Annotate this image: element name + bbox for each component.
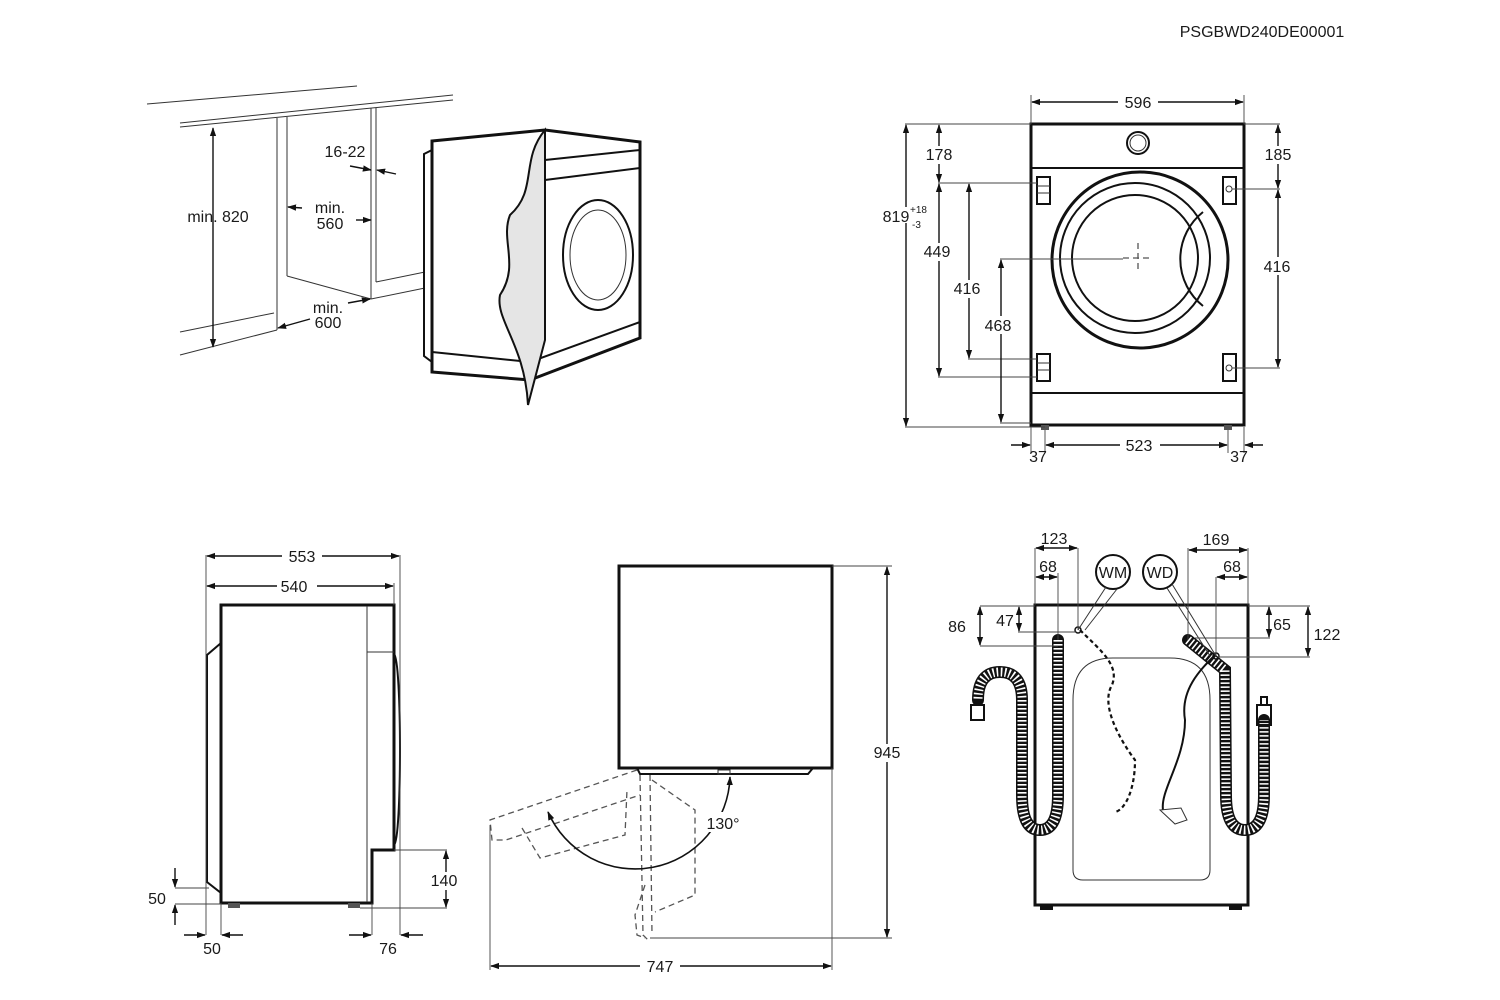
door-center-height-label: 468: [985, 318, 1012, 335]
front-right-span-label: 416: [1264, 259, 1291, 276]
rear-left-height-inner-label: 47: [996, 613, 1014, 630]
rear-left-height-outer-label: 86: [948, 619, 966, 636]
rear-right-height-inner-label: 65: [1273, 617, 1291, 634]
plinth-height-label: 140: [431, 873, 458, 890]
min-depth-label-2: 600: [315, 315, 342, 332]
total-depth-label: 945: [874, 745, 901, 762]
rear-right-inner-label: 68: [1223, 559, 1241, 576]
total-width-label: 747: [647, 959, 674, 976]
side-body-depth-label: 540: [281, 579, 308, 596]
feet-span-label: 523: [1126, 438, 1153, 455]
panel-thickness-label: 16-22: [325, 144, 366, 161]
front-offset-label: 76: [379, 941, 397, 958]
rear-offset-label: 50: [203, 941, 221, 958]
callout-wm: WM: [1099, 565, 1127, 582]
height-tolerance-minus: -3: [912, 220, 921, 231]
side-total-depth-label: 553: [289, 549, 316, 566]
document-code: PSGBWD240DE00001: [1180, 24, 1345, 41]
rear-left-outer-label: 123: [1041, 531, 1068, 548]
front-height-label: 819: [883, 209, 910, 226]
top-view: 130° 945 747: [489, 564, 908, 976]
min-width-label-2: 560: [317, 216, 344, 233]
door-angle-label: 130°: [706, 816, 739, 833]
feet-left-label: 37: [1029, 449, 1047, 466]
installation-view: min. 820 16-22 min. 560 min. 600: [146, 85, 642, 406]
rear-left-inner-label: 68: [1039, 559, 1057, 576]
height-tolerance-plus: +18: [910, 205, 927, 216]
front-width-label: 596: [1125, 95, 1152, 112]
front-left-top-label: 178: [926, 147, 953, 164]
min-width-label-1: min.: [315, 200, 345, 217]
min-height-label: min. 820: [187, 209, 248, 226]
front-left-inner-span-label: 416: [954, 281, 981, 298]
rear-view: WM WD 123 68 169 68 86 47 65 122: [948, 531, 1340, 910]
front-left-outer-span-label: 449: [924, 244, 951, 261]
feet-right-label: 37: [1230, 449, 1248, 466]
foot-height-label: 50: [148, 891, 166, 908]
side-view: 553 540 140 50 50 76: [148, 548, 464, 958]
min-depth-label-1: min.: [313, 300, 343, 317]
front-view: 596 819 +18 -3 178 449 416 468 185 416 5…: [880, 94, 1295, 466]
front-right-top-label: 185: [1265, 147, 1292, 164]
callout-wd: WD: [1147, 565, 1174, 582]
rear-right-outer-label: 169: [1203, 532, 1230, 549]
rear-right-height-outer-label: 122: [1314, 627, 1341, 644]
